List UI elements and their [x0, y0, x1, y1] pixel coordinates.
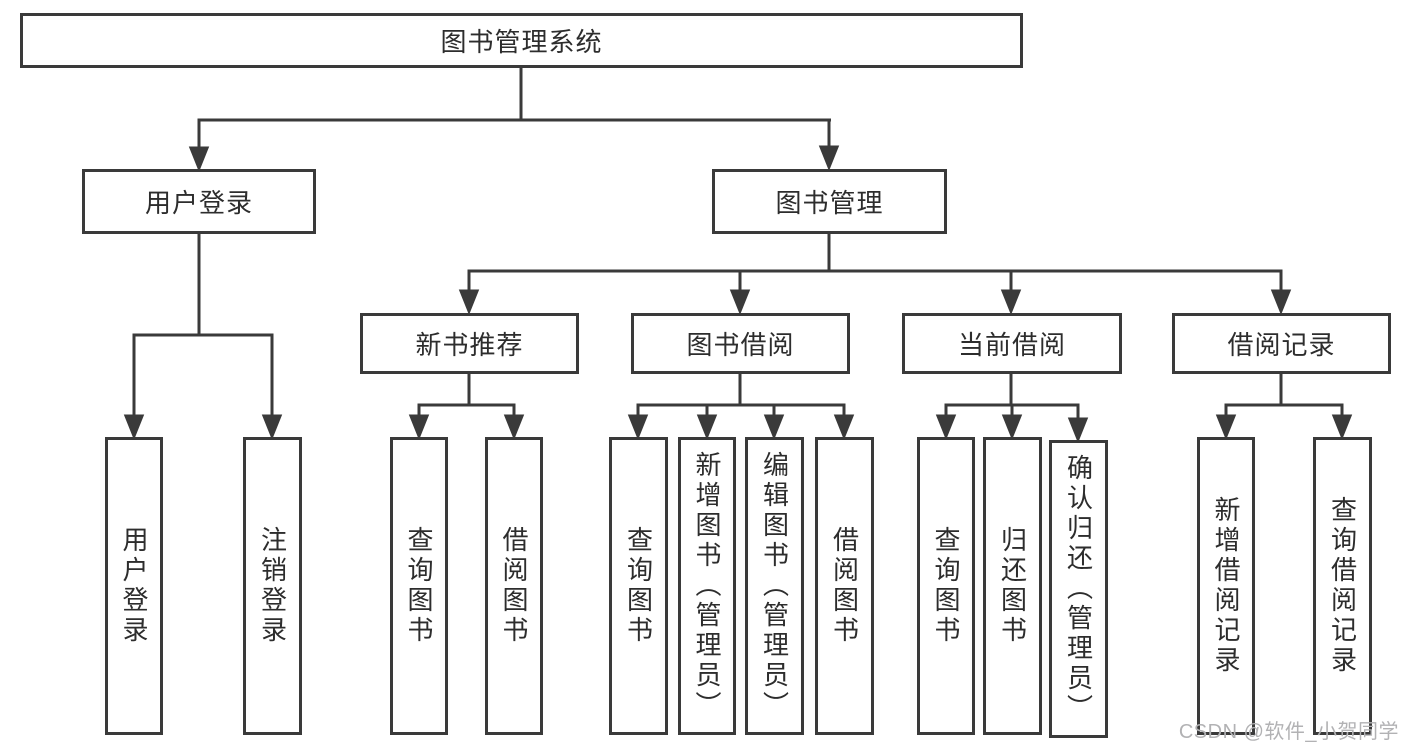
leaf-borrow-book-1: 借阅图书 — [485, 437, 543, 735]
leaf-query-book-3: 查询图书 — [917, 437, 975, 735]
leaf-return-book-label: 归还图书 — [997, 526, 1028, 646]
node-borrow-record: 借阅记录 — [1172, 313, 1391, 374]
node-new-book-recommend: 新书推荐 — [360, 313, 579, 374]
leaf-confirm-return-admin-label: 确认归还（管理员） — [1063, 454, 1094, 724]
csdn-watermark: CSDN @软件_小贺同学 — [1178, 721, 1399, 743]
leaf-return-book: 归还图书 — [983, 437, 1042, 735]
leaf-logout: 注销登录 — [243, 437, 302, 735]
connector-root-to-level2 — [188, 66, 840, 173]
node-user-login-label: 用户登录 — [144, 188, 253, 218]
connector-user-login-group — [123, 232, 283, 441]
leaf-add-book-admin: 新增图书（管理员） — [678, 437, 736, 735]
leaf-borrow-book-1-label: 借阅图书 — [499, 526, 529, 646]
node-current-borrow: 当前借阅 — [902, 313, 1122, 374]
node-book-management-label: 图书管理 — [775, 188, 884, 218]
node-root-system-label: 图书管理系统 — [440, 27, 603, 57]
connector-new-book-group — [408, 372, 525, 441]
leaf-borrow-book-2-label: 借阅图书 — [829, 526, 860, 646]
node-root-system: 图书管理系统 — [20, 13, 1023, 68]
connector-borrow-record-group — [1215, 372, 1353, 441]
leaf-edit-book-admin-label: 编辑图书（管理员） — [759, 451, 790, 721]
leaf-query-borrow-record: 查询借阅记录 — [1313, 437, 1372, 735]
leaf-query-book-1: 查询图书 — [390, 437, 448, 735]
leaf-user-login: 用户登录 — [105, 437, 163, 735]
node-new-book-recommend-label: 新书推荐 — [415, 330, 524, 360]
connector-book-mgmt-to-level3 — [458, 232, 1292, 316]
node-current-borrow-label: 当前借阅 — [957, 330, 1066, 360]
leaf-query-book-2-label: 查询图书 — [623, 526, 654, 646]
node-user-login: 用户登录 — [82, 169, 316, 234]
node-borrow-record-label: 借阅记录 — [1227, 330, 1336, 360]
leaf-add-book-admin-label: 新增图书（管理员） — [692, 451, 722, 721]
leaf-edit-book-admin: 编辑图书（管理员） — [745, 437, 804, 735]
node-book-borrow: 图书借阅 — [631, 313, 850, 374]
leaf-borrow-book-2: 借阅图书 — [815, 437, 874, 735]
node-book-management: 图书管理 — [712, 169, 947, 234]
leaf-confirm-return-admin: 确认归还（管理员） — [1049, 440, 1108, 738]
leaf-add-borrow-record: 新增借阅记录 — [1197, 437, 1255, 735]
connector-current-borrow-group — [935, 372, 1089, 444]
leaf-query-book-3-label: 查询图书 — [931, 526, 961, 646]
leaf-query-book-1-label: 查询图书 — [404, 526, 434, 646]
leaf-query-book-2: 查询图书 — [609, 437, 668, 735]
connector-book-borrow-group — [627, 372, 855, 441]
leaf-add-borrow-record-label: 新增借阅记录 — [1211, 496, 1241, 676]
leaf-query-borrow-record-label: 查询借阅记录 — [1327, 496, 1358, 676]
node-book-borrow-label: 图书借阅 — [686, 330, 795, 360]
leaf-logout-label: 注销登录 — [257, 526, 288, 646]
leaf-user-login-label: 用户登录 — [119, 526, 149, 646]
